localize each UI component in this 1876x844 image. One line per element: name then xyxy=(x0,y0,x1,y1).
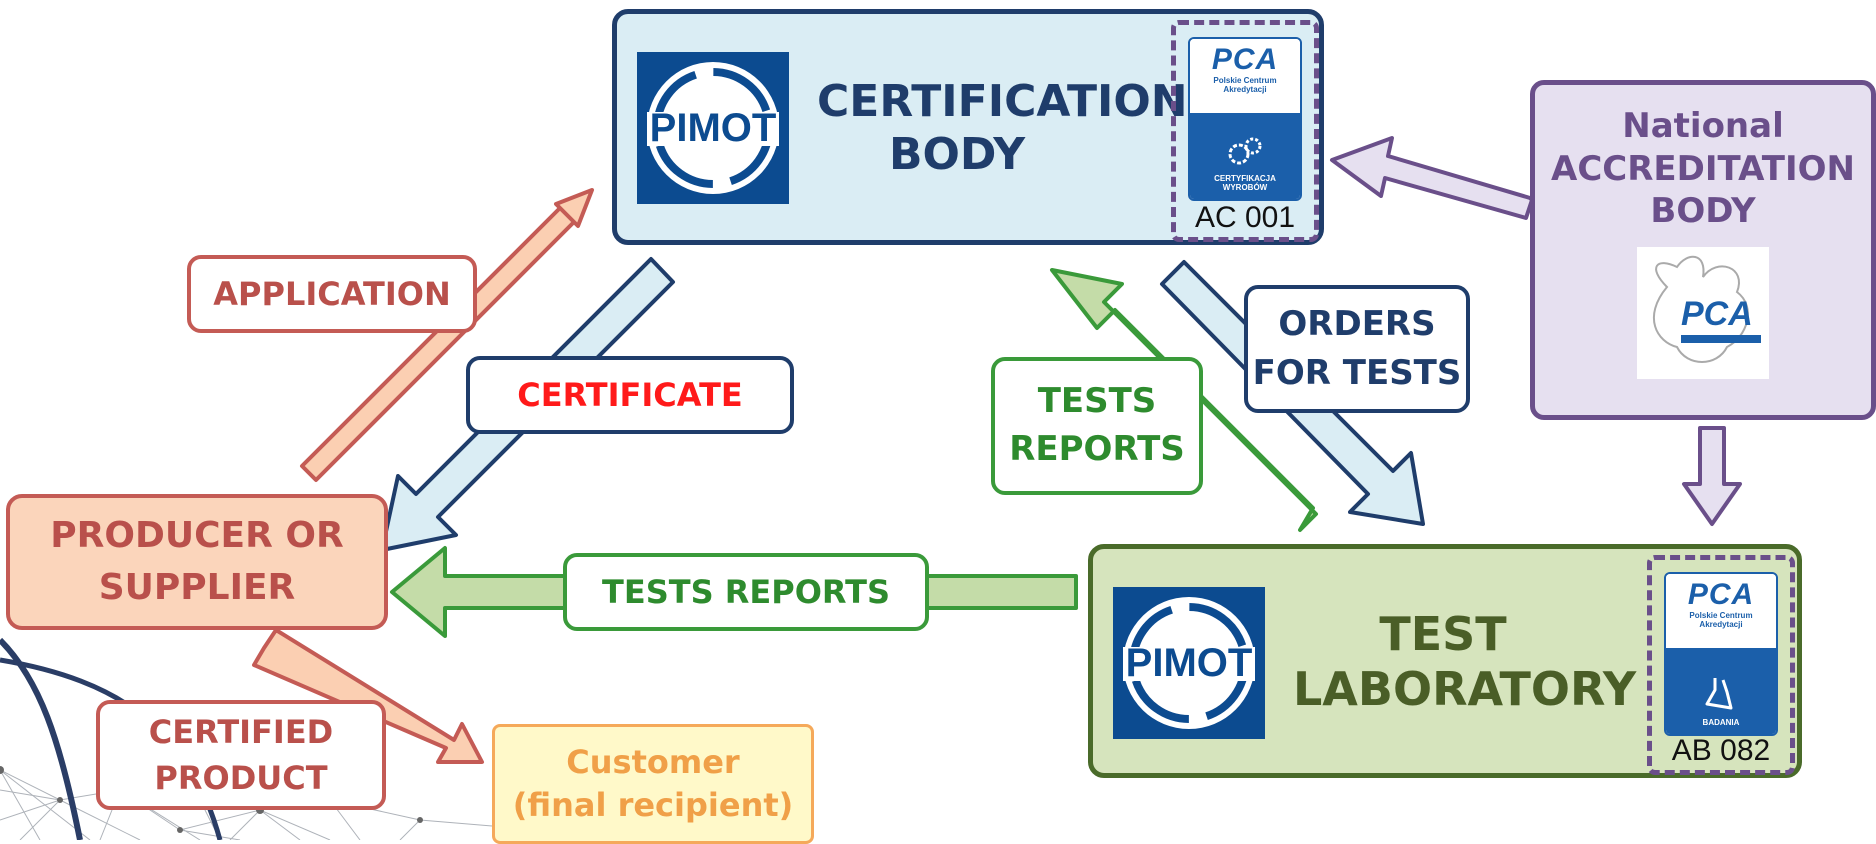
orders-line1: ORDERS xyxy=(1278,303,1436,344)
pimot-logo-text: PIMOT xyxy=(650,106,777,150)
gears-icon xyxy=(1228,137,1262,165)
certified-line2: PRODUCT xyxy=(154,759,328,797)
producer-title: PRODUCER OR SUPPLIER xyxy=(50,510,343,614)
certified-product-arrow xyxy=(252,628,484,764)
pca-accreditation-frame: PCA Polskie Centrum Akredytacji CERTYFIK… xyxy=(1171,20,1319,242)
pimot-logo-lab-text: PIMOT xyxy=(1126,641,1253,685)
pca-badge: PCA Polskie Centrum Akredytacji CERTYFIK… xyxy=(1188,37,1302,201)
pca-lab-sub-line1: Polskie Centrum xyxy=(1689,611,1753,620)
pca-lab-logo: PCA xyxy=(1687,578,1755,611)
application-text: APPLICATION xyxy=(213,274,451,313)
certification-title-line2: BODY xyxy=(888,128,1026,180)
national-title-line3: BODY xyxy=(1650,191,1756,231)
pca-national-logo: PCA xyxy=(1637,246,1769,379)
orders-line2: FOR TESTS xyxy=(1252,353,1462,393)
pca-national-logo-text: PCA xyxy=(1681,294,1753,333)
tests-reports-up-arrow xyxy=(1050,268,1318,532)
certificate-text: CERTIFICATE xyxy=(517,375,743,414)
tests-reports-left-text: TESTS REPORTS xyxy=(602,572,890,611)
pca-sub-line1: Polskie Centrum xyxy=(1213,76,1277,85)
tests-reports-up-label: TESTS REPORTS xyxy=(991,357,1203,495)
customer-box: Customer (final recipient) xyxy=(492,724,814,844)
producer-box: PRODUCER OR SUPPLIER xyxy=(6,494,388,630)
certification-title-line1: CERTIFICATION xyxy=(817,76,1188,127)
test-laboratory-title: TEST LABORATORY xyxy=(1293,607,1637,717)
test-laboratory-box: PIMOT TEST LABORATORY PCA Polskie Centru… xyxy=(1088,544,1802,778)
certified-line1: CERTIFIED xyxy=(148,712,334,751)
certification-body-box: PIMOT CERTIFICATION BODY PCA Polskie Cen… xyxy=(612,9,1324,245)
national-body-title: National ACCREDITATION BODY xyxy=(1551,105,1855,233)
pimot-logo-lab: PIMOT xyxy=(1113,587,1265,739)
producer-title-line2: SUPPLIER xyxy=(98,567,296,608)
tests-reports-left-label: TESTS REPORTS xyxy=(563,553,929,631)
certification-body-title: CERTIFICATION BODY xyxy=(817,76,1188,182)
pca-lab-sub-line2: Akredytacji xyxy=(1699,619,1743,629)
flask-icon xyxy=(1705,678,1733,710)
pimot-logo: PIMOT xyxy=(637,52,789,204)
tests-reports-up-line2: REPORTS xyxy=(1009,429,1185,469)
pca-badge-line2: WYROBÓW xyxy=(1222,183,1268,193)
producer-title-line1: PRODUCER OR xyxy=(50,514,344,556)
application-arrow xyxy=(300,188,594,482)
national-title-line2: ACCREDITATION xyxy=(1551,148,1855,189)
customer-title: Customer (final recipient) xyxy=(513,741,794,827)
customer-title-line1: Customer xyxy=(566,742,740,781)
pca-lab-badge: PCA Polskie Centrum Akredytacji BADANIA xyxy=(1664,572,1778,736)
eagle-icon xyxy=(1652,255,1749,363)
tests-reports-up-line1: TESTS xyxy=(1037,381,1157,422)
accreditation-cert-arrow xyxy=(1330,136,1534,220)
national-accreditation-body-box: National ACCREDITATION BODY PCA xyxy=(1530,80,1876,420)
application-label: APPLICATION xyxy=(187,255,477,333)
national-title-line1: National xyxy=(1622,106,1784,146)
accreditation-code: AC 001 xyxy=(1194,201,1296,234)
pca-badge-line1: CERTYFIKACJA xyxy=(1214,173,1276,183)
pca-logo: PCA xyxy=(1211,43,1279,76)
orders-for-tests-label: ORDERS FOR TESTS xyxy=(1244,285,1470,413)
pca-sub-line2: Akredytacji xyxy=(1223,84,1267,94)
accreditation-lab-arrow xyxy=(1682,426,1742,526)
lab-title-line2: LABORATORY xyxy=(1293,662,1637,717)
customer-title-line2: (final recipient) xyxy=(512,786,794,824)
certificate-label: CERTIFICATE xyxy=(466,356,794,434)
lab-accreditation-code: AB 082 xyxy=(1671,734,1771,767)
pca-lab-badge-line1: BADANIA xyxy=(1702,718,1740,728)
pca-lab-accreditation-frame: PCA Polskie Centrum Akredytacji BADANIA … xyxy=(1647,555,1795,775)
lab-title-line1: TEST xyxy=(1379,607,1507,661)
certified-product-label: CERTIFIED PRODUCT xyxy=(96,700,386,810)
